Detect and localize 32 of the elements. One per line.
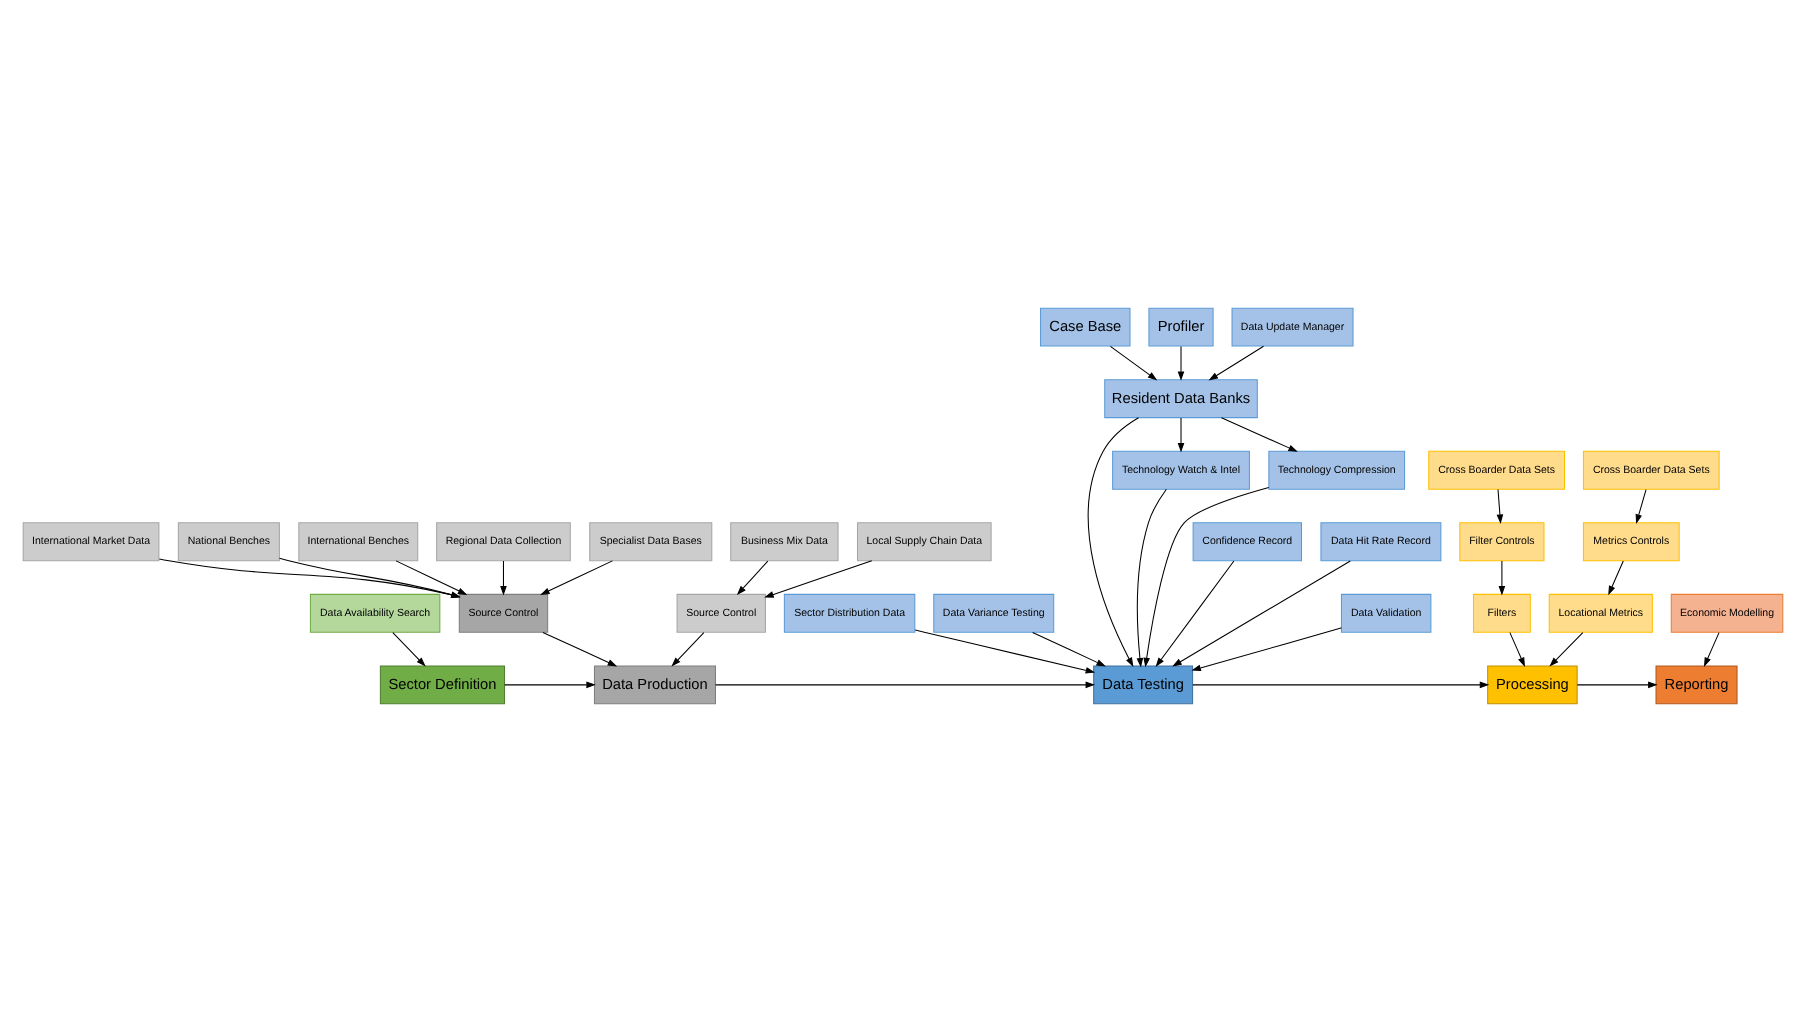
arrow: [1172, 560, 1351, 667]
arrow: [540, 560, 613, 595]
arrow: [1576, 681, 1658, 689]
arrow: [1221, 417, 1298, 452]
arrow: [1177, 417, 1185, 453]
arrow: [1032, 631, 1106, 667]
arrow: [671, 632, 705, 667]
arrow: [1549, 632, 1584, 667]
arrow: [1509, 632, 1525, 667]
arrow: [715, 681, 1096, 689]
arrow: [1136, 488, 1167, 668]
arrow: [1635, 489, 1647, 524]
arrow: [1498, 560, 1506, 596]
arrow: [1087, 417, 1139, 668]
arrow: [1496, 489, 1504, 524]
arrow: [764, 560, 873, 598]
arrow: [1109, 345, 1158, 381]
arrow: [392, 632, 426, 667]
arrow: [1192, 681, 1490, 689]
arrow: [914, 629, 1096, 674]
arrow: [1177, 345, 1185, 381]
arrow: [395, 560, 468, 595]
arrow: [1155, 560, 1235, 667]
arrow: [504, 681, 596, 689]
arrow: [1191, 627, 1342, 672]
arrow: [542, 631, 618, 667]
arrow: [1703, 632, 1720, 667]
arrow: [500, 560, 507, 596]
arrow: [1208, 345, 1265, 381]
arrow: [1143, 486, 1270, 668]
arrow: [1608, 560, 1624, 596]
arrow: [736, 560, 769, 596]
